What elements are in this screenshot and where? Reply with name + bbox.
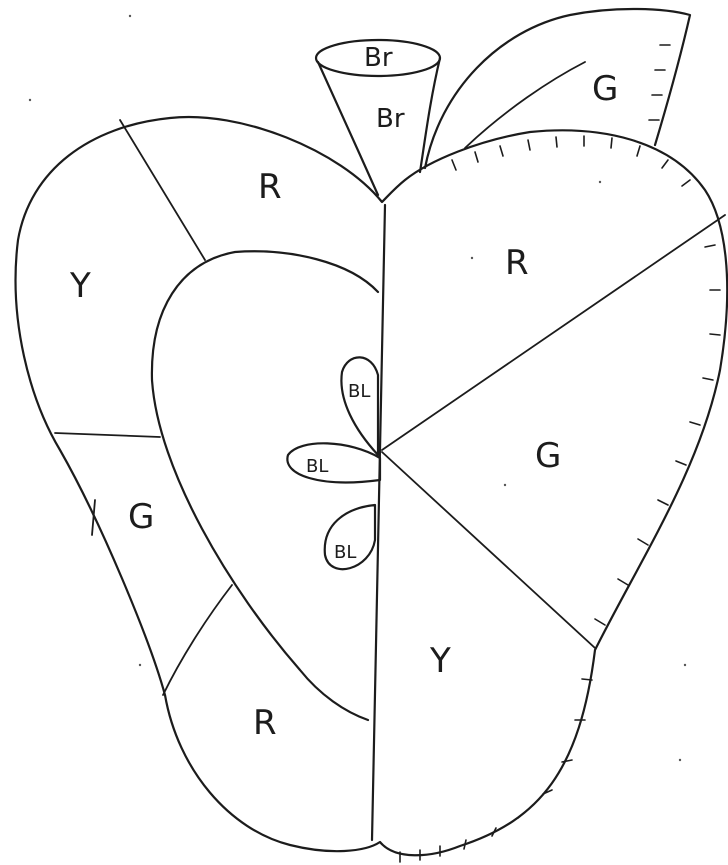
stem-body-label: Br	[376, 104, 405, 134]
seam-tick	[611, 138, 612, 148]
seam-tick	[637, 146, 640, 156]
seam-tick	[562, 760, 572, 762]
seam-tick	[528, 140, 530, 150]
line-top-left	[120, 120, 205, 260]
line-mid-left	[55, 433, 160, 437]
apple-body-outline	[16, 117, 728, 855]
stem: Br Br	[316, 40, 440, 195]
seam-tick	[518, 812, 525, 818]
right-top-label: R	[505, 243, 529, 283]
region-labels: R Y G R R G Y	[69, 167, 561, 743]
seam-tick	[595, 619, 605, 625]
seam-tick	[556, 137, 557, 147]
line-bottom-left	[163, 585, 232, 695]
seam-tick	[500, 146, 503, 156]
seam-tick	[618, 579, 628, 585]
seam-tick	[682, 180, 690, 186]
seam-tick	[452, 160, 456, 170]
seed-upper	[341, 357, 378, 455]
line-right-lower	[382, 452, 595, 648]
seam-tick	[705, 245, 715, 247]
left-top-band-label: R	[258, 167, 282, 207]
stem-top-label: Br	[364, 43, 393, 73]
left-upper-label: Y	[69, 266, 91, 306]
right-section-lines	[382, 215, 725, 648]
seed-middle	[287, 443, 380, 482]
seam-tick	[464, 840, 466, 849]
seam-tick	[475, 152, 478, 162]
seed-middle-label: BL	[306, 456, 328, 477]
seeds: BL BL BL	[287, 357, 380, 569]
seed-lower-label: BL	[334, 542, 356, 563]
left-section-lines	[55, 120, 232, 695]
seam-tick	[703, 378, 713, 380]
leaf-label: G	[592, 69, 618, 109]
seam-tick	[662, 160, 668, 168]
left-bottom-label: R	[253, 703, 277, 743]
seam-tick	[676, 461, 686, 465]
inner-left-region	[152, 251, 378, 720]
seam-tick	[582, 679, 592, 680]
right-middle-label: G	[535, 436, 561, 476]
seed-upper-label: BL	[348, 381, 370, 402]
seam-tick	[658, 500, 668, 505]
apple-outline	[16, 117, 728, 855]
line-right-upper	[382, 215, 725, 450]
leaf-vein	[465, 62, 585, 148]
right-bottom-label: Y	[429, 641, 451, 681]
left-lower-label: G	[128, 497, 154, 537]
seam-tick	[710, 334, 720, 335]
seam-tick	[638, 539, 648, 545]
seam-tick	[690, 422, 700, 425]
